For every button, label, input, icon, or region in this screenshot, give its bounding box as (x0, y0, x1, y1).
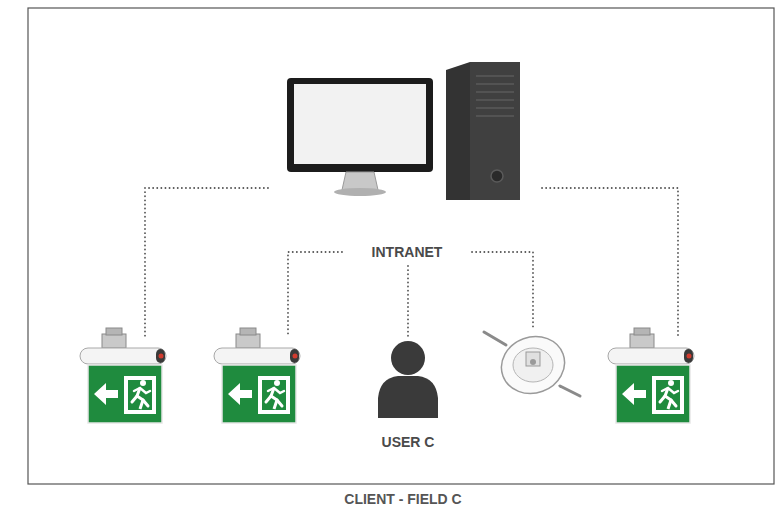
network-wires (145, 188, 678, 336)
user-label: USER C (378, 434, 439, 450)
frame (28, 8, 774, 484)
computer-tower (446, 62, 520, 200)
user-label-holder: USER C (378, 434, 439, 450)
ceiling-sensor (484, 328, 580, 403)
caption-holder: CLIENT - FIELD C (340, 491, 465, 507)
network-label: INTRANET (368, 244, 447, 260)
user-icon (378, 341, 438, 418)
exit-sign (80, 328, 166, 423)
exit-sign (608, 328, 694, 423)
exit-sign (214, 328, 300, 423)
network-label-holder: INTRANET (368, 244, 447, 260)
caption: CLIENT - FIELD C (340, 491, 465, 507)
computer-monitor (287, 78, 433, 196)
